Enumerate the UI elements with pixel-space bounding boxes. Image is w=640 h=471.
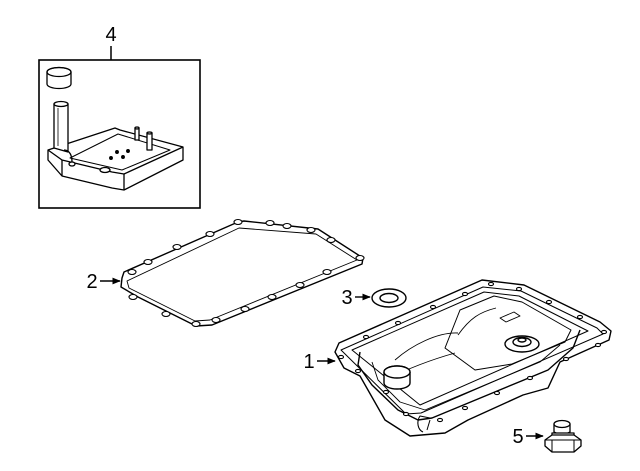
pan-gasket (120, 218, 365, 328)
filter-kit (38, 46, 201, 209)
callout-number: 2 (86, 271, 97, 293)
oil-pan (334, 279, 612, 437)
callout-4: 4 (105, 24, 116, 46)
callout-5: 5 (512, 426, 544, 448)
callout-3: 3 (341, 287, 371, 309)
drain-plug-washer (371, 288, 407, 308)
callout-2: 2 (86, 271, 121, 293)
transmission-filter (47, 100, 184, 191)
callout-number: 5 (512, 426, 523, 448)
callout-number: 3 (341, 287, 352, 309)
callout-number: 1 (303, 351, 314, 373)
drain-plug (544, 419, 582, 453)
callout-number: 4 (105, 24, 116, 46)
filter-seal (46, 66, 72, 90)
callout-1: 1 (303, 351, 336, 373)
